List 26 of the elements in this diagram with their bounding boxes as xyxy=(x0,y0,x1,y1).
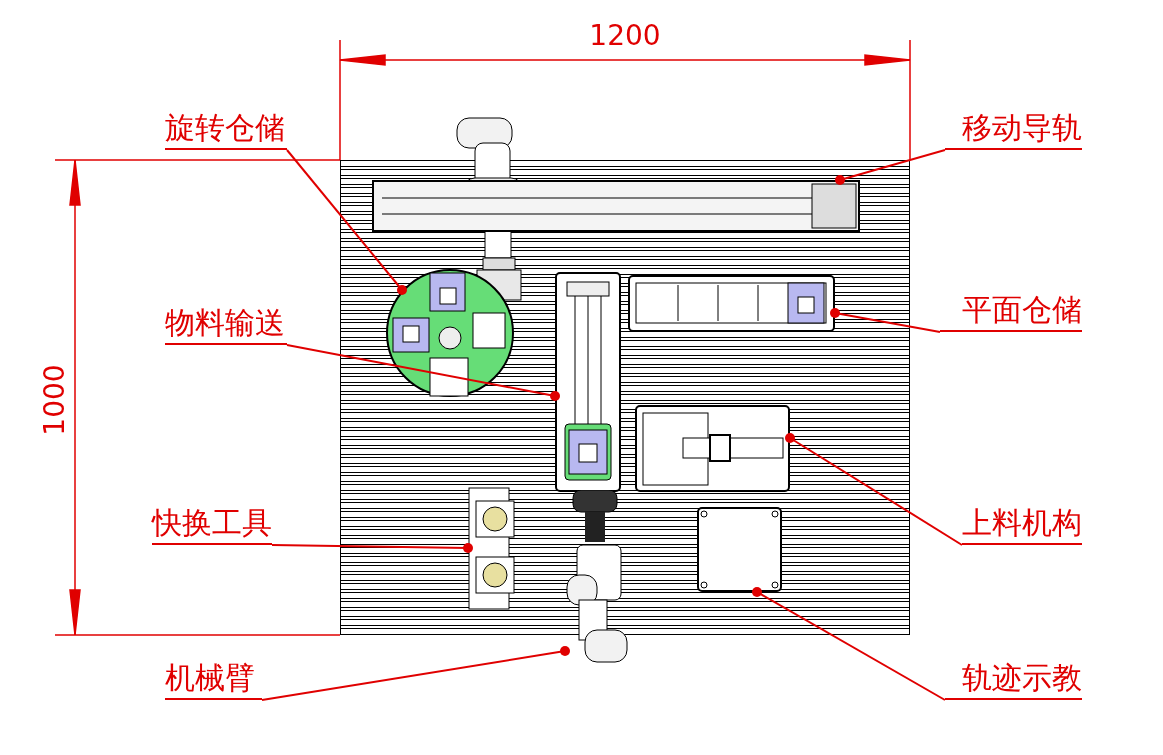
feeding-mechanism-drawing xyxy=(635,405,790,492)
robot-arm-drawing xyxy=(565,490,630,665)
dimension-label: 1000 xyxy=(37,363,72,438)
flat-storage-drawing xyxy=(628,275,835,332)
conveyor-drawing xyxy=(555,272,621,492)
leader-line xyxy=(830,308,941,333)
leader-line xyxy=(752,587,946,701)
callout-label: 旋转仓储 xyxy=(165,110,287,150)
leader-line xyxy=(286,149,407,295)
callout-label: 上料机构 xyxy=(962,505,1082,545)
callout-label: 平面仓储 xyxy=(940,292,1082,332)
callout-label: 物料输送 xyxy=(165,305,287,345)
tool-changer-drawing xyxy=(468,487,516,610)
leader-line xyxy=(261,646,570,701)
leader-line xyxy=(286,344,560,401)
linear-rail-drawing xyxy=(372,180,860,232)
leader-line xyxy=(835,149,946,185)
leader-line xyxy=(785,433,963,546)
callout-label: 移动导轨 xyxy=(945,110,1082,150)
dimension-label: 1200 xyxy=(588,18,662,54)
callout-label: 机械臂 xyxy=(165,660,262,700)
callout-label: 快换工具 xyxy=(152,505,272,545)
leader-line xyxy=(271,543,473,553)
rotary-storage-drawing xyxy=(385,268,515,398)
callout-label: 轨迹示教 xyxy=(945,660,1082,700)
teaching-plate-drawing xyxy=(697,507,782,592)
